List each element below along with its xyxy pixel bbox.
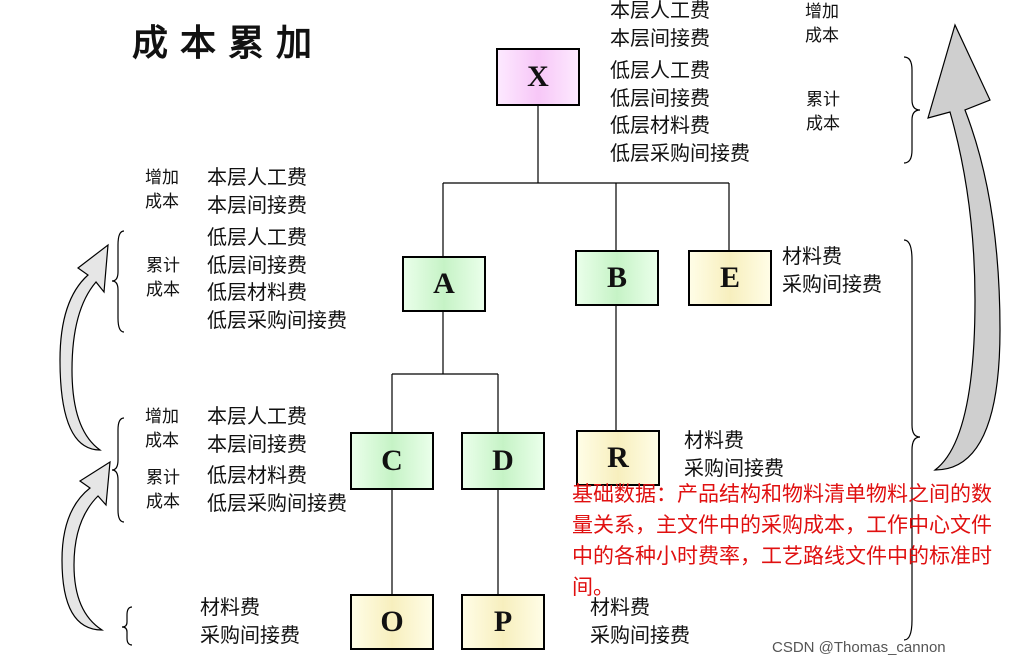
c-accum-2: 低层采购间接费	[207, 490, 347, 518]
a-accum-tag-1: 累计	[146, 254, 180, 278]
base-data-note: 基础数据：产品结构和物料清单物料之间的数量关系，主文件中的采购成本，工作中心文件…	[572, 479, 1012, 603]
diagram-title: 成本累加	[132, 14, 324, 66]
node-b: B	[575, 250, 659, 306]
up-arrow-right-icon	[928, 25, 1000, 470]
a-accum-1: 低层人工费	[207, 224, 347, 252]
p-item-2: 采购间接费	[590, 622, 690, 650]
a-accum-tag: 累计 成本	[146, 254, 180, 302]
c-item-2: 本层间接费	[207, 431, 307, 459]
a-increase-tag-2: 成本	[145, 190, 179, 214]
x-accum-tag-2: 成本	[806, 112, 840, 136]
c-accum-tag-2: 成本	[146, 490, 180, 514]
a-accum-tag-2: 成本	[146, 278, 180, 302]
c-item-1: 本层人工费	[207, 403, 307, 431]
a-accum-items: 低层人工费 低层间接费 低层材料费 低层采购间接费	[207, 224, 347, 334]
x-accum-items: 低层人工费 低层间接费 低层材料费 低层采购间接费	[610, 57, 750, 167]
x-item-2: 本层间接费	[610, 25, 710, 53]
r-item-2: 采购间接费	[684, 455, 784, 483]
x-accum-tag: 累计 成本	[806, 88, 840, 136]
c-increase-tag-2: 成本	[145, 429, 179, 453]
x-accum-2: 低层间接费	[610, 85, 750, 113]
o-materials: 材料费 采购间接费	[200, 594, 300, 649]
e-item-1: 材料费	[782, 243, 882, 271]
a-accum-2: 低层间接费	[207, 252, 347, 280]
x-increase-tag-2: 成本	[805, 24, 839, 48]
up-arrow-left-lower-icon	[62, 462, 110, 630]
o-item-2: 采购间接费	[200, 622, 300, 650]
x-increase-tag: 增加 成本	[805, 0, 839, 48]
node-o: O	[350, 594, 434, 650]
c-accum-tag: 累计 成本	[146, 466, 180, 514]
x-increase-items: 本层人工费 本层间接费	[610, 0, 710, 52]
o-item-1: 材料费	[200, 594, 300, 622]
a-item-2: 本层间接费	[207, 192, 307, 220]
node-e: E	[688, 250, 772, 306]
node-r: R	[576, 430, 660, 486]
a-increase-items: 本层人工费 本层间接费	[207, 164, 307, 219]
up-arrow-left-upper-icon	[60, 245, 108, 450]
x-accum-tag-1: 累计	[806, 88, 840, 112]
a-increase-tag-1: 增加	[145, 166, 179, 190]
node-a: A	[402, 256, 486, 312]
c-increase-items: 本层人工费 本层间接费	[207, 403, 307, 458]
a-increase-tag: 增加 成本	[145, 166, 179, 214]
a-accum-3: 低层材料费	[207, 279, 347, 307]
node-x: X	[496, 48, 580, 106]
node-c: C	[350, 432, 434, 490]
x-accum-3: 低层材料费	[610, 112, 750, 140]
x-item-1: 本层人工费	[610, 0, 710, 25]
c-increase-tag: 增加 成本	[145, 405, 179, 453]
r-materials: 材料费 采购间接费	[684, 427, 784, 482]
c-accum-items: 低层材料费 低层采购间接费	[207, 462, 347, 517]
node-p: P	[461, 594, 545, 650]
e-item-2: 采购间接费	[782, 271, 882, 299]
x-accum-1: 低层人工费	[610, 57, 750, 85]
x-accum-4: 低层采购间接费	[610, 140, 750, 168]
watermark: CSDN @Thomas_cannon	[772, 639, 946, 656]
e-materials: 材料费 采购间接费	[782, 243, 882, 298]
a-item-1: 本层人工费	[207, 164, 307, 192]
node-d: D	[461, 432, 545, 490]
c-increase-tag-1: 增加	[145, 405, 179, 429]
c-accum-tag-1: 累计	[146, 466, 180, 490]
a-accum-4: 低层采购间接费	[207, 307, 347, 335]
c-accum-1: 低层材料费	[207, 462, 347, 490]
x-increase-tag-1: 增加	[805, 0, 839, 24]
r-item-1: 材料费	[684, 427, 784, 455]
